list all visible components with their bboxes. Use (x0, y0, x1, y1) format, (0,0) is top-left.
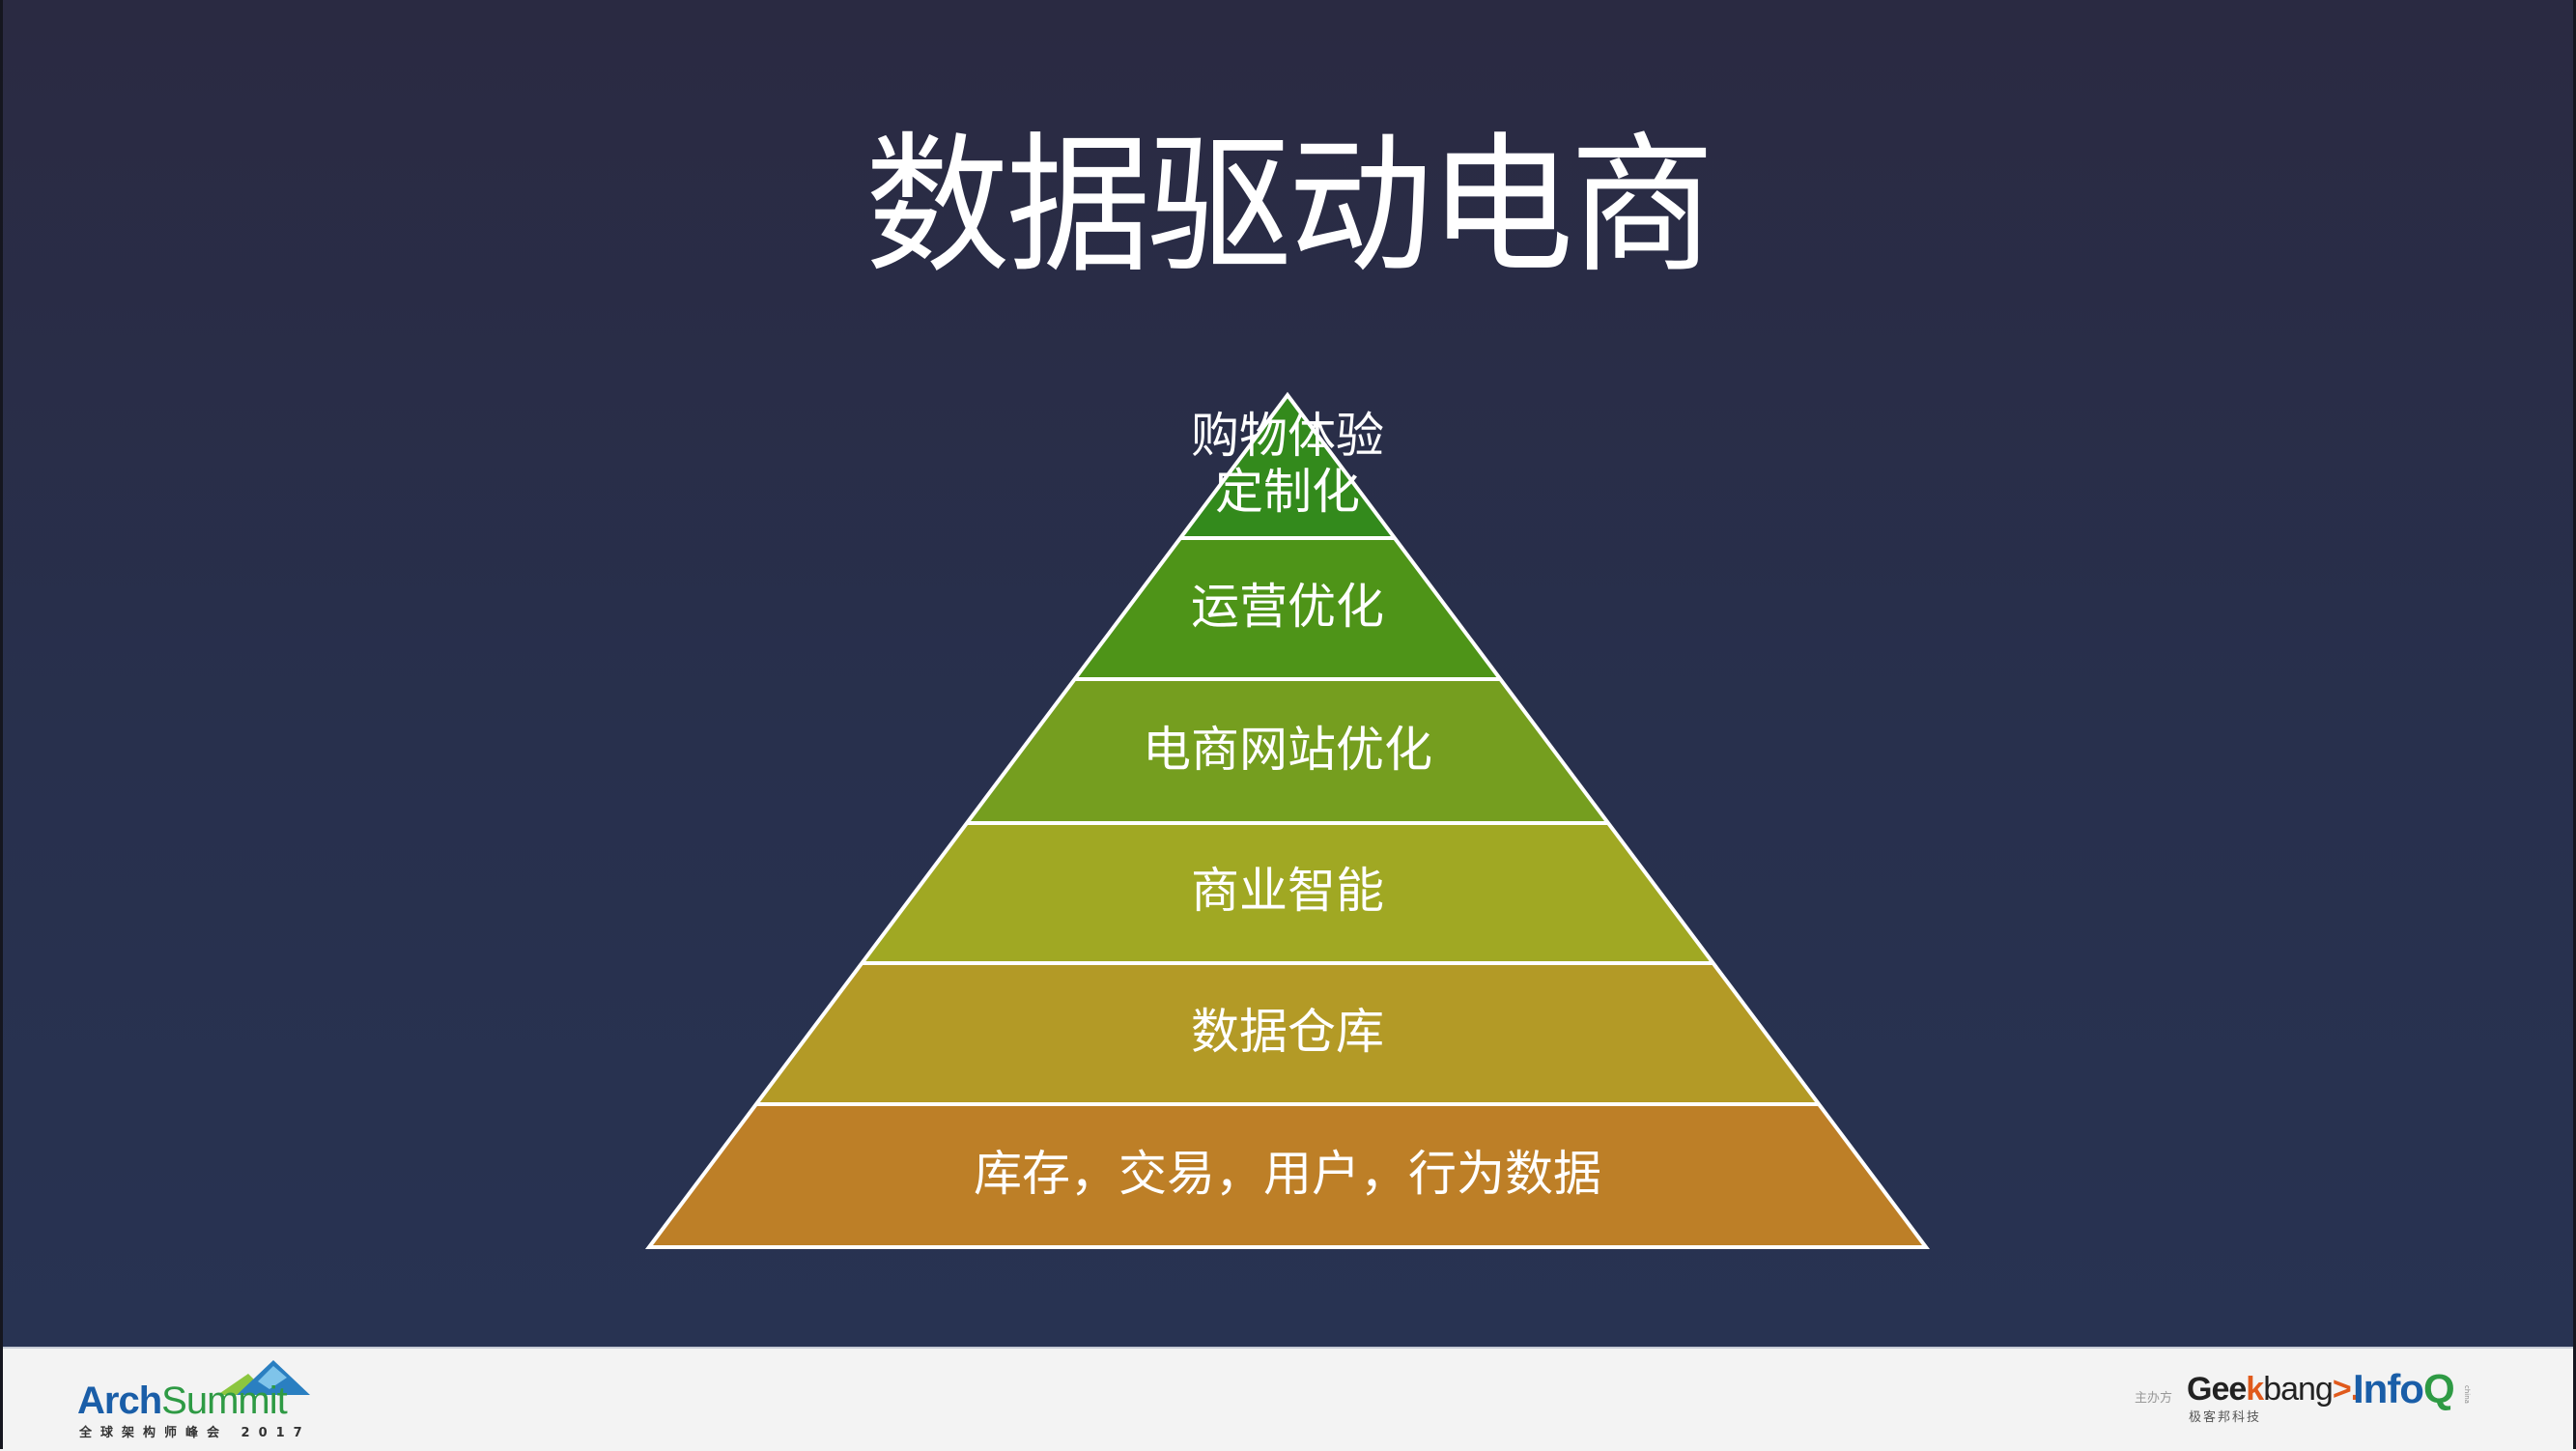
pyramid-layer-4 (862, 823, 1713, 963)
infoq-q: Q (2422, 1366, 2455, 1411)
archsummit-arch-text: Arch (77, 1380, 162, 1422)
pyramid-layer-1-label-line1: 购物体验 (1191, 408, 1384, 464)
right-edge (2573, 0, 2576, 1449)
geekbang-text-k: k (2246, 1371, 2264, 1408)
geekbang-text-2: bang (2263, 1371, 2334, 1408)
pyramid-layer-1-label-line2: 定制化 (1215, 464, 1360, 520)
pyramid-layer-3-label: 电商网站优化 (1143, 722, 1432, 778)
pyramid-layer-6 (649, 1104, 1926, 1247)
infoq-china-tag: china (2463, 1385, 2471, 1404)
pyramid-layer-2 (1075, 538, 1500, 679)
pyramid-layer-1 (1180, 395, 1395, 538)
host-label: 主办方 (2135, 1391, 2173, 1406)
footer-bar: ArchSummit 全球架构师峰会 2017 主办方 Geekbang>. 极… (0, 1347, 2576, 1451)
infoq-logo: InfoQ (2353, 1366, 2455, 1412)
mountain-icon (217, 1360, 310, 1395)
geekbang-text-1: Gee (2187, 1371, 2247, 1408)
archsummit-summit-text: Summit (161, 1380, 288, 1422)
archsummit-logo: ArchSummit 全球架构师峰会 2017 (77, 1358, 311, 1445)
pyramid-layer-3 (967, 679, 1608, 823)
geekbang-logo: Geekbang>. (2187, 1370, 2360, 1408)
geekbang-chevron: >. (2332, 1371, 2360, 1408)
archsummit-wordmark: ArchSummit (77, 1380, 288, 1422)
left-edge (0, 0, 3, 1449)
pyramid-layer-5-label: 数据仓库 (1191, 1004, 1384, 1060)
slide-title: 数据驱动电商 (864, 118, 1714, 294)
geekbang-subtitle: 极客邦科技 (2189, 1410, 2262, 1425)
pyramid-layer-5 (756, 963, 1819, 1104)
archsummit-subtitle: 全球架构师峰会 2017 (79, 1426, 311, 1440)
pyramid-layer-2-label: 运营优化 (1191, 579, 1384, 635)
pyramid-outline (645, 391, 1930, 1249)
pyramid-layer-6-label: 库存，交易，用户，行为数据 (974, 1146, 1601, 1202)
pyramid-diagram (645, 391, 1930, 1249)
infoq-text: Info (2353, 1366, 2424, 1411)
pyramid-layer-4-label: 商业智能 (1191, 863, 1384, 919)
